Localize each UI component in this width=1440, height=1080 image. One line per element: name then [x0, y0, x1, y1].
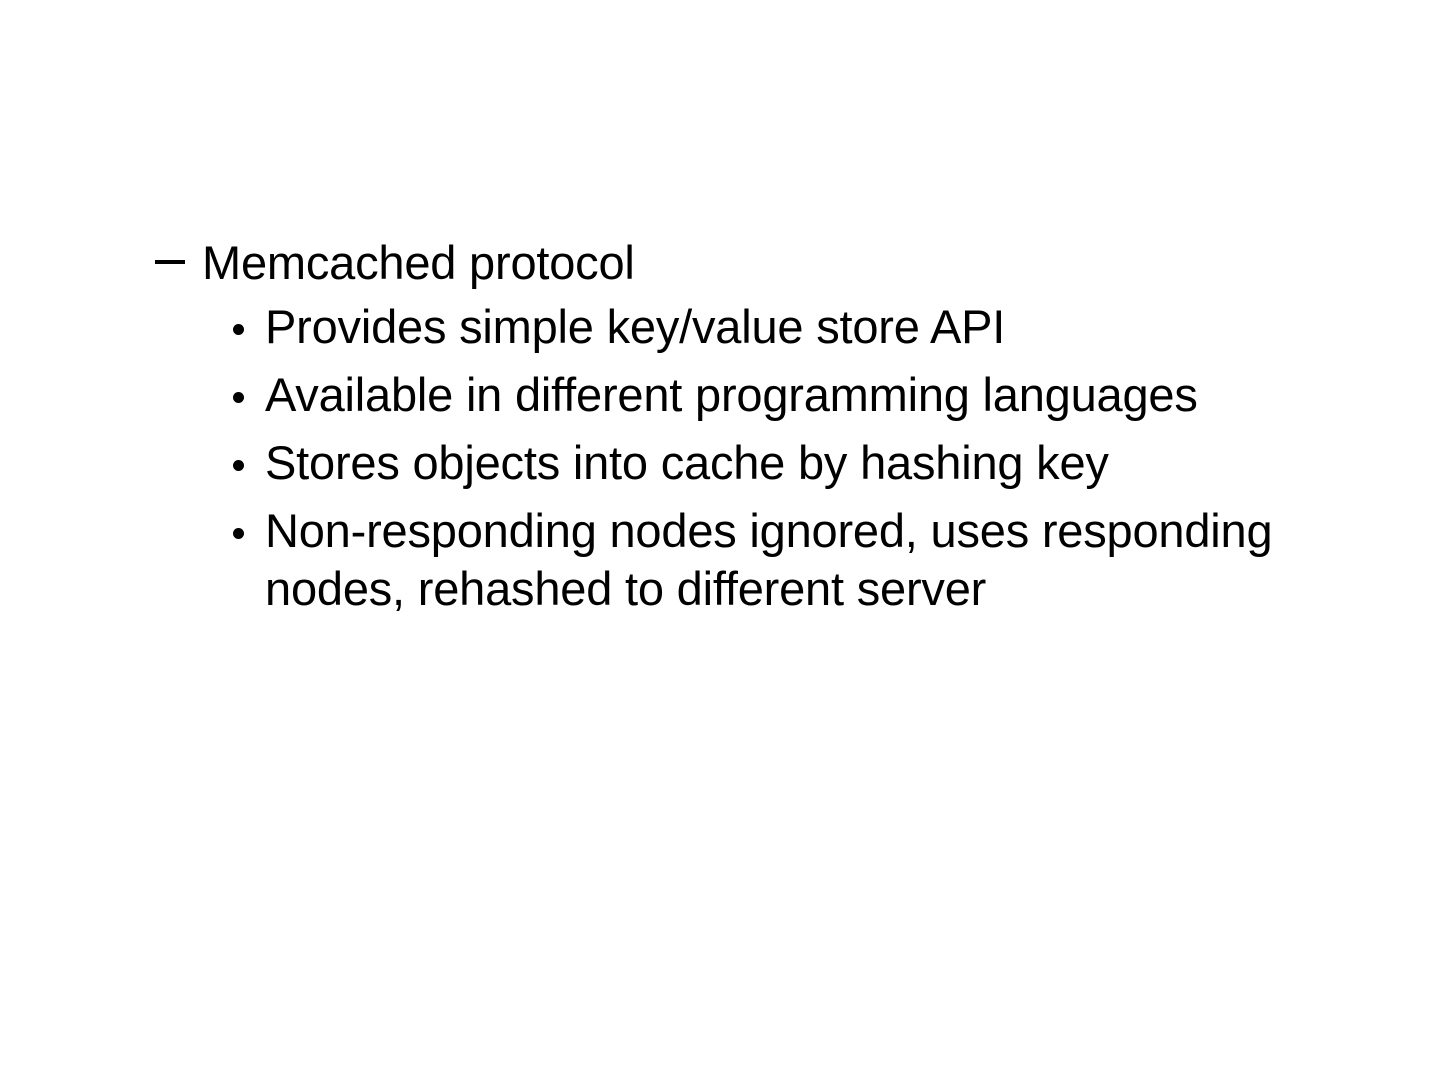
disc-bullet-icon [233, 460, 244, 471]
dash-bullet-icon [155, 260, 185, 264]
list-item-label: Stores objects into cache by hashing key [265, 436, 1109, 489]
outline-item-label: Memcached protocol [202, 236, 635, 289]
list-item[interactable]: Non-responding nodes ignored, uses respo… [150, 502, 1340, 618]
list-item-label: Non-responding nodes ignored, uses respo… [265, 504, 1273, 615]
outline-item-memcached-protocol[interactable]: Memcached protocol [150, 234, 1340, 292]
sub-bullet-list: Provides simple key/value store API Avai… [150, 298, 1340, 618]
list-item[interactable]: Provides simple key/value store API [150, 298, 1340, 356]
list-item-label: Provides simple key/value store API [265, 300, 1006, 353]
disc-bullet-icon [233, 324, 244, 335]
disc-bullet-icon [233, 392, 244, 403]
list-item[interactable]: Stores objects into cache by hashing key [150, 434, 1340, 492]
list-item-label: Available in different programming langu… [265, 368, 1198, 421]
disc-bullet-icon [233, 528, 244, 539]
list-item[interactable]: Available in different programming langu… [150, 366, 1340, 424]
slide-content-body: Memcached protocol Provides simple key/v… [150, 234, 1340, 618]
